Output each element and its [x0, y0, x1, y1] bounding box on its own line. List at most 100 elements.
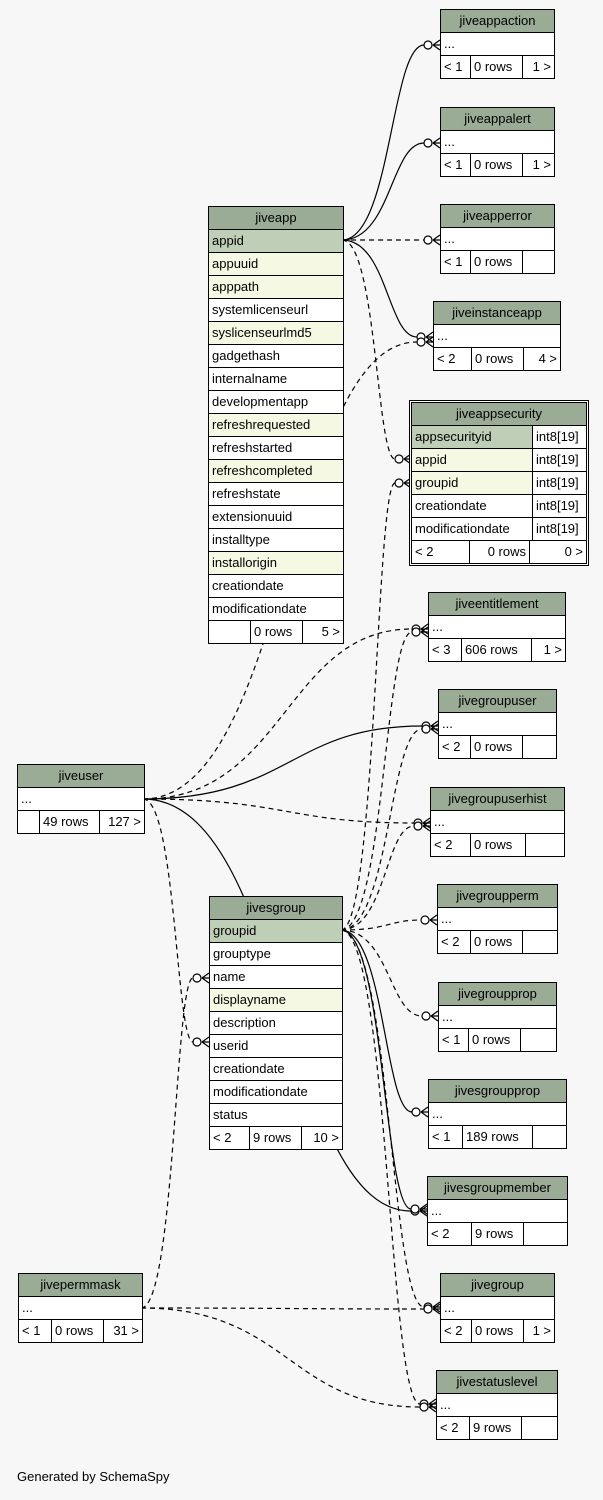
parents-count[interactable]: < 1: [429, 1126, 463, 1148]
column-row[interactable]: ...: [441, 33, 554, 56]
table-jiveapp[interactable]: jiveapp appid appuuid apppath systemlice…: [208, 206, 344, 644]
column-row[interactable]: installtype: [209, 529, 343, 552]
table-jivepermmask[interactable]: jivepermmask ... < 1 0 rows 31 >: [18, 1273, 143, 1343]
table-name[interactable]: jivesgroupmember: [428, 1177, 567, 1200]
table-name[interactable]: jivegroupperm: [438, 885, 557, 908]
column-row[interactable]: ...: [438, 908, 557, 931]
parents-count[interactable]: < 1: [439, 1029, 469, 1051]
parents-count[interactable]: < 2: [441, 1320, 472, 1342]
table-jivesgroup[interactable]: jivesgroup groupid grouptype name displa…: [209, 896, 343, 1150]
parents-count[interactable]: [209, 621, 251, 643]
column-row[interactable]: status: [210, 1104, 342, 1127]
children-count[interactable]: 10 >: [313, 1130, 339, 1145]
column-row[interactable]: modificationdate: [210, 1081, 342, 1104]
table-name[interactable]: jiveapp: [209, 207, 343, 230]
column-row[interactable]: ...: [18, 788, 144, 811]
column-row[interactable]: ...: [437, 1394, 557, 1417]
children-count[interactable]: 4 >: [538, 351, 557, 366]
table-name[interactable]: jiveinstanceapp: [434, 302, 560, 325]
children-count[interactable]: 1 >: [543, 642, 562, 657]
parents-count[interactable]: < 2: [428, 1223, 472, 1245]
children-count[interactable]: 0 >: [564, 544, 583, 559]
children-count[interactable]: 127 >: [108, 814, 141, 829]
table-jivegroupprop[interactable]: jivegroupprop ... < 1 0 rows: [438, 982, 557, 1052]
column-row[interactable]: ...: [431, 811, 564, 834]
parents-count[interactable]: < 2: [210, 1127, 250, 1149]
table-jiveentitlement[interactable]: jiveentitlement ... < 3 606 rows 1 >: [428, 592, 566, 662]
column-row[interactable]: refreshrequested: [209, 414, 343, 437]
children-count[interactable]: 1 >: [532, 59, 551, 74]
table-name[interactable]: jiveappsecurity: [412, 403, 586, 426]
parents-count[interactable]: < 2: [437, 1417, 470, 1439]
column-row[interactable]: internalname: [209, 368, 343, 391]
children-count[interactable]: [521, 1029, 556, 1051]
column-row[interactable]: refreshcompleted: [209, 460, 343, 483]
column-row[interactable]: ...: [441, 228, 554, 251]
parents-count[interactable]: < 1: [441, 154, 471, 176]
table-name[interactable]: jiveapperror: [441, 205, 554, 228]
children-count[interactable]: 31 >: [113, 1323, 139, 1338]
children-count[interactable]: 1 >: [532, 157, 551, 172]
table-jivesgroupmember[interactable]: jivesgroupmember ... < 2 9 rows: [427, 1176, 568, 1246]
table-name[interactable]: jivepermmask: [19, 1274, 142, 1297]
table-name[interactable]: jivegroupprop: [439, 983, 556, 1006]
column-row[interactable]: name: [210, 966, 342, 989]
children-count[interactable]: [523, 931, 557, 953]
parents-count[interactable]: < 2: [438, 931, 471, 953]
children-count[interactable]: [523, 251, 554, 273]
table-jiveinstanceapp[interactable]: jiveinstanceapp ... < 2 0 rows 4 >: [433, 301, 561, 371]
column-row[interactable]: ...: [441, 131, 554, 154]
table-name[interactable]: jivestatuslevel: [437, 1371, 557, 1394]
parents-count[interactable]: < 3: [429, 639, 462, 661]
column-row[interactable]: creationdate: [209, 575, 343, 598]
table-jiveuser[interactable]: jiveuser ... 49 rows 127 >: [17, 764, 145, 834]
column-row[interactable]: description: [210, 1012, 342, 1035]
table-name[interactable]: jiveappaction: [441, 10, 554, 33]
parents-count[interactable]: < 1: [441, 56, 471, 78]
children-count[interactable]: [522, 1417, 557, 1439]
column-row[interactable]: ...: [441, 1297, 554, 1320]
column-row[interactable]: userid: [210, 1035, 342, 1058]
parents-count[interactable]: < 2: [431, 834, 471, 856]
parents-count[interactable]: [18, 811, 40, 833]
table-jivegroupuserhist[interactable]: jivegroupuserhist ... < 2 0 rows: [430, 787, 565, 857]
column-row[interactable]: displayname: [210, 989, 342, 1012]
column-row[interactable]: ...: [429, 616, 565, 639]
table-name[interactable]: jiveentitlement: [429, 593, 565, 616]
table-name[interactable]: jivegroupuser: [439, 690, 556, 713]
table-jivegroup[interactable]: jivegroup ... < 2 0 rows 1 >: [440, 1273, 555, 1343]
column-row[interactable]: gadgethash: [209, 345, 343, 368]
table-name[interactable]: jivegroup: [441, 1274, 554, 1297]
column-row[interactable]: apppath: [209, 276, 343, 299]
table-name[interactable]: jiveappalert: [441, 108, 554, 131]
table-jivegroupuser[interactable]: jivegroupuser ... < 2 0 rows: [438, 689, 557, 759]
parents-count[interactable]: < 2: [439, 736, 471, 758]
column-row[interactable]: extensionuuid: [209, 506, 343, 529]
table-name[interactable]: jivegroupuserhist: [431, 788, 564, 811]
children-count[interactable]: [524, 1223, 567, 1245]
column-row[interactable]: appid: [209, 230, 343, 253]
children-count[interactable]: 5 >: [321, 624, 340, 639]
column-row[interactable]: creationdate: [210, 1058, 342, 1081]
column-row[interactable]: ...: [439, 713, 556, 736]
table-jiveappalert[interactable]: jiveappalert ... < 1 0 rows 1 >: [440, 107, 555, 177]
table-jiveapperror[interactable]: jiveapperror ... < 1 0 rows: [440, 204, 555, 274]
parents-count[interactable]: < 1: [441, 251, 471, 273]
column-row[interactable]: refreshstate: [209, 483, 343, 506]
column-row[interactable]: developmentapp: [209, 391, 343, 414]
column-row[interactable]: ...: [434, 325, 560, 348]
column-row[interactable]: groupid: [210, 920, 342, 943]
children-count[interactable]: [526, 834, 564, 856]
column-row[interactable]: installorigin: [209, 552, 343, 575]
column-row[interactable]: systemlicenseurl: [209, 299, 343, 322]
column-row[interactable]: refreshstarted: [209, 437, 343, 460]
column-row[interactable]: syslicenseurlmd5: [209, 322, 343, 345]
parents-count[interactable]: < 1: [19, 1320, 52, 1342]
table-jiveappaction[interactable]: jiveappaction ... < 1 0 rows 1 >: [440, 9, 555, 79]
